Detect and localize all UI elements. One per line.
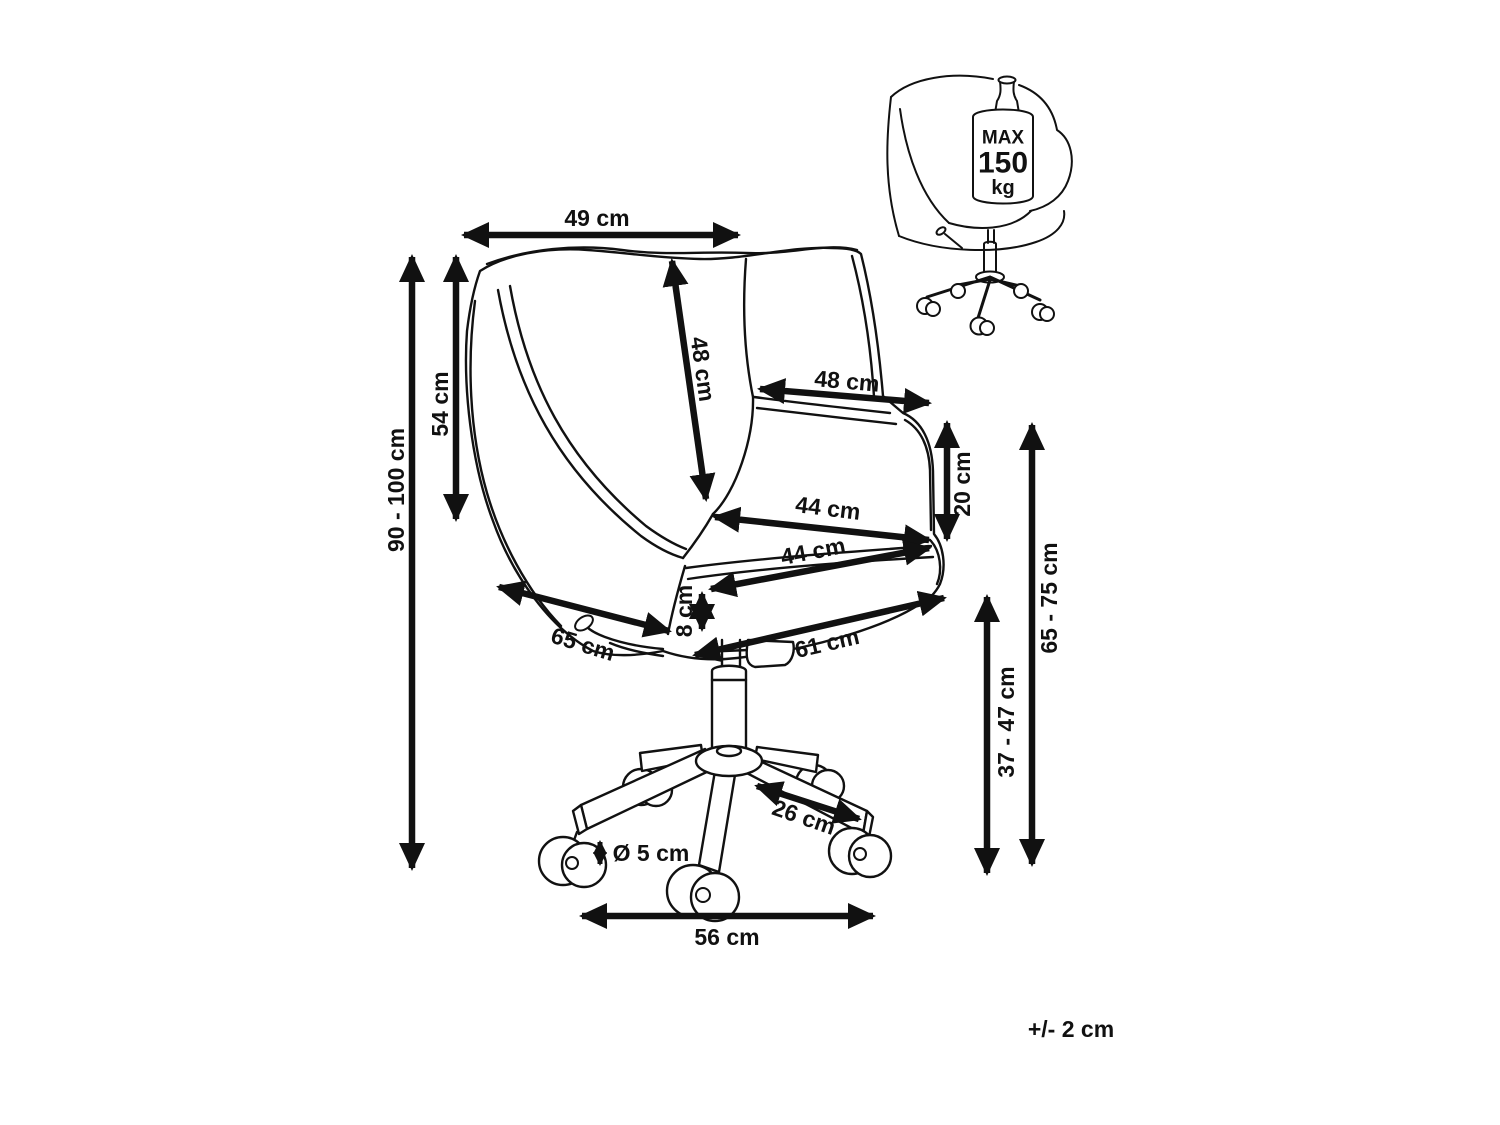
inset-caster-left-2 (925, 301, 941, 317)
max-load-inset: MAX 150 kg (886, 74, 1073, 336)
max-load-line3: kg (991, 177, 1014, 199)
wing-seam-inner (508, 284, 688, 551)
caster-front-axle (695, 887, 711, 903)
armrest-cap-inner (903, 418, 933, 532)
label-caster-diameter: Ø 5 cm (613, 840, 690, 866)
caster-left-axle (565, 856, 579, 870)
inset-wing-seam (899, 108, 950, 224)
arrow-seat-width (708, 539, 932, 598)
weight-neck (994, 80, 1020, 114)
seat-cap-inner (929, 539, 942, 586)
inset-seat-back (948, 210, 1032, 229)
label-seat-thickness: 8 cm (671, 585, 697, 637)
inset-caster-right-2 (1039, 306, 1055, 322)
label-seat-height: 37 - 47 cm (993, 666, 1019, 777)
base-hub-collar (715, 744, 743, 758)
wing-seam-outer (496, 288, 685, 560)
inset-backrest-left (886, 96, 900, 237)
arrow-overall-width (692, 590, 947, 663)
inset-caster-front-2 (979, 320, 995, 336)
arrow-armrest-length (757, 378, 932, 414)
label-armrest-length: 48 cm (813, 365, 880, 397)
arrow-base-leg-length (754, 781, 862, 824)
inset-caster-back-right (1013, 283, 1029, 299)
max-load-line2: 150 (978, 147, 1028, 180)
base-leg-left-cap (571, 803, 589, 836)
arrow-seat-depth (712, 506, 932, 551)
inset-seat-front (898, 210, 1066, 252)
weight-rim (997, 75, 1017, 85)
label-backrest-height: 54 cm (427, 371, 453, 436)
weight-body (972, 108, 1034, 205)
label-armrest-height: 20 cm (949, 451, 975, 516)
arrow-overall-depth (496, 580, 672, 638)
inset-shoulder-armrest (1018, 84, 1073, 212)
dimension-arrows (399, 222, 1045, 929)
base-leg-front (697, 769, 737, 874)
lever-bottom (608, 641, 665, 658)
inset-caster-back-left (950, 283, 966, 299)
caster-right-axle (853, 847, 867, 861)
label-total-height: 90 - 100 cm (383, 428, 409, 552)
caster-right-wheel-2 (847, 833, 893, 879)
tolerance-note: +/- 2 cm (1028, 1016, 1114, 1042)
max-load-line1: MAX (982, 128, 1025, 149)
inset-gas-lift (983, 229, 997, 275)
label-top-width: 49 cm (564, 205, 629, 231)
arrow-backrest-diagonal (662, 258, 716, 502)
cushion-seat-seam (681, 512, 715, 560)
inset-lever (944, 233, 963, 249)
backrest-top-seam (485, 246, 859, 266)
gas-lift-cylinder (710, 664, 748, 751)
inset-lever-knob (935, 226, 947, 236)
label-armrest-floor-height: 65 - 75 cm (1036, 542, 1062, 653)
inset-backrest-top (890, 74, 994, 98)
label-base-width: 56 cm (694, 924, 759, 950)
